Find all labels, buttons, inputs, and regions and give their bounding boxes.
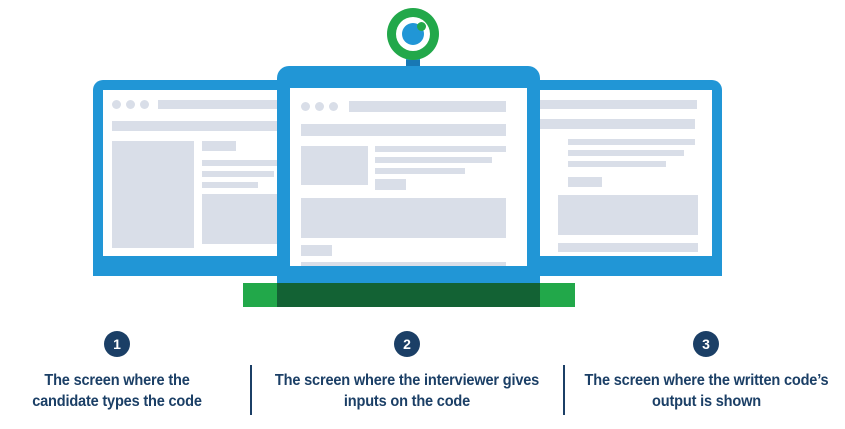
monitor-right-screen <box>540 90 712 256</box>
text-line-placeholder <box>202 171 274 177</box>
titlebar-placeholder <box>158 100 283 109</box>
step-badge-1: 1 <box>104 331 130 357</box>
step-badge-2-number: 2 <box>403 336 411 352</box>
window-dot <box>126 100 135 109</box>
text-line-placeholder <box>375 168 465 174</box>
monitor-left-screen <box>103 90 294 256</box>
titlebar-placeholder <box>349 101 506 112</box>
window-dot <box>140 100 149 109</box>
output-panel-placeholder <box>558 195 698 235</box>
step-badge-3-number: 3 <box>702 336 710 352</box>
output-panel-placeholder <box>301 198 506 238</box>
text-line-placeholder <box>202 141 236 151</box>
window-dot <box>329 102 338 111</box>
step-badge-1-number: 1 <box>113 336 121 352</box>
titlebar-placeholder <box>540 100 697 109</box>
text-line-placeholder <box>568 139 695 145</box>
window-dot <box>112 100 121 109</box>
text-line-placeholder <box>202 160 283 166</box>
toolbar-placeholder <box>540 119 695 129</box>
step-badge-2: 2 <box>394 331 420 357</box>
webcam-lens-glint <box>417 22 426 31</box>
status-line-placeholder <box>301 262 506 268</box>
code-panel-placeholder <box>301 146 368 185</box>
monitor-base-inner <box>277 283 540 307</box>
text-line-placeholder <box>375 157 492 163</box>
output-panel-placeholder <box>202 194 283 244</box>
window-dot <box>301 102 310 111</box>
webcam-icon <box>385 8 441 80</box>
window-dot <box>315 102 324 111</box>
webcam-stem-shadow <box>406 60 420 69</box>
button-placeholder <box>301 245 332 256</box>
code-panel-placeholder <box>112 141 194 248</box>
monitor-center-screen <box>290 88 527 268</box>
step-caption-2: The screen where the interviewer gives i… <box>274 372 540 410</box>
caption-divider <box>250 365 252 415</box>
step-badge-3: 3 <box>693 331 719 357</box>
step-caption-1: The screen where the candidate types the… <box>32 372 202 410</box>
button-placeholder <box>375 179 406 190</box>
text-line-placeholder <box>568 161 666 167</box>
text-line-placeholder <box>568 150 684 156</box>
toolbar-placeholder <box>112 121 283 131</box>
text-line-placeholder <box>375 146 506 152</box>
button-placeholder <box>568 177 602 187</box>
toolbar-placeholder <box>301 124 506 136</box>
step-caption-3: The screen where the written code’s outp… <box>584 372 829 410</box>
text-line-placeholder <box>202 182 258 188</box>
caption-divider <box>563 365 565 415</box>
status-line-placeholder <box>558 243 698 252</box>
